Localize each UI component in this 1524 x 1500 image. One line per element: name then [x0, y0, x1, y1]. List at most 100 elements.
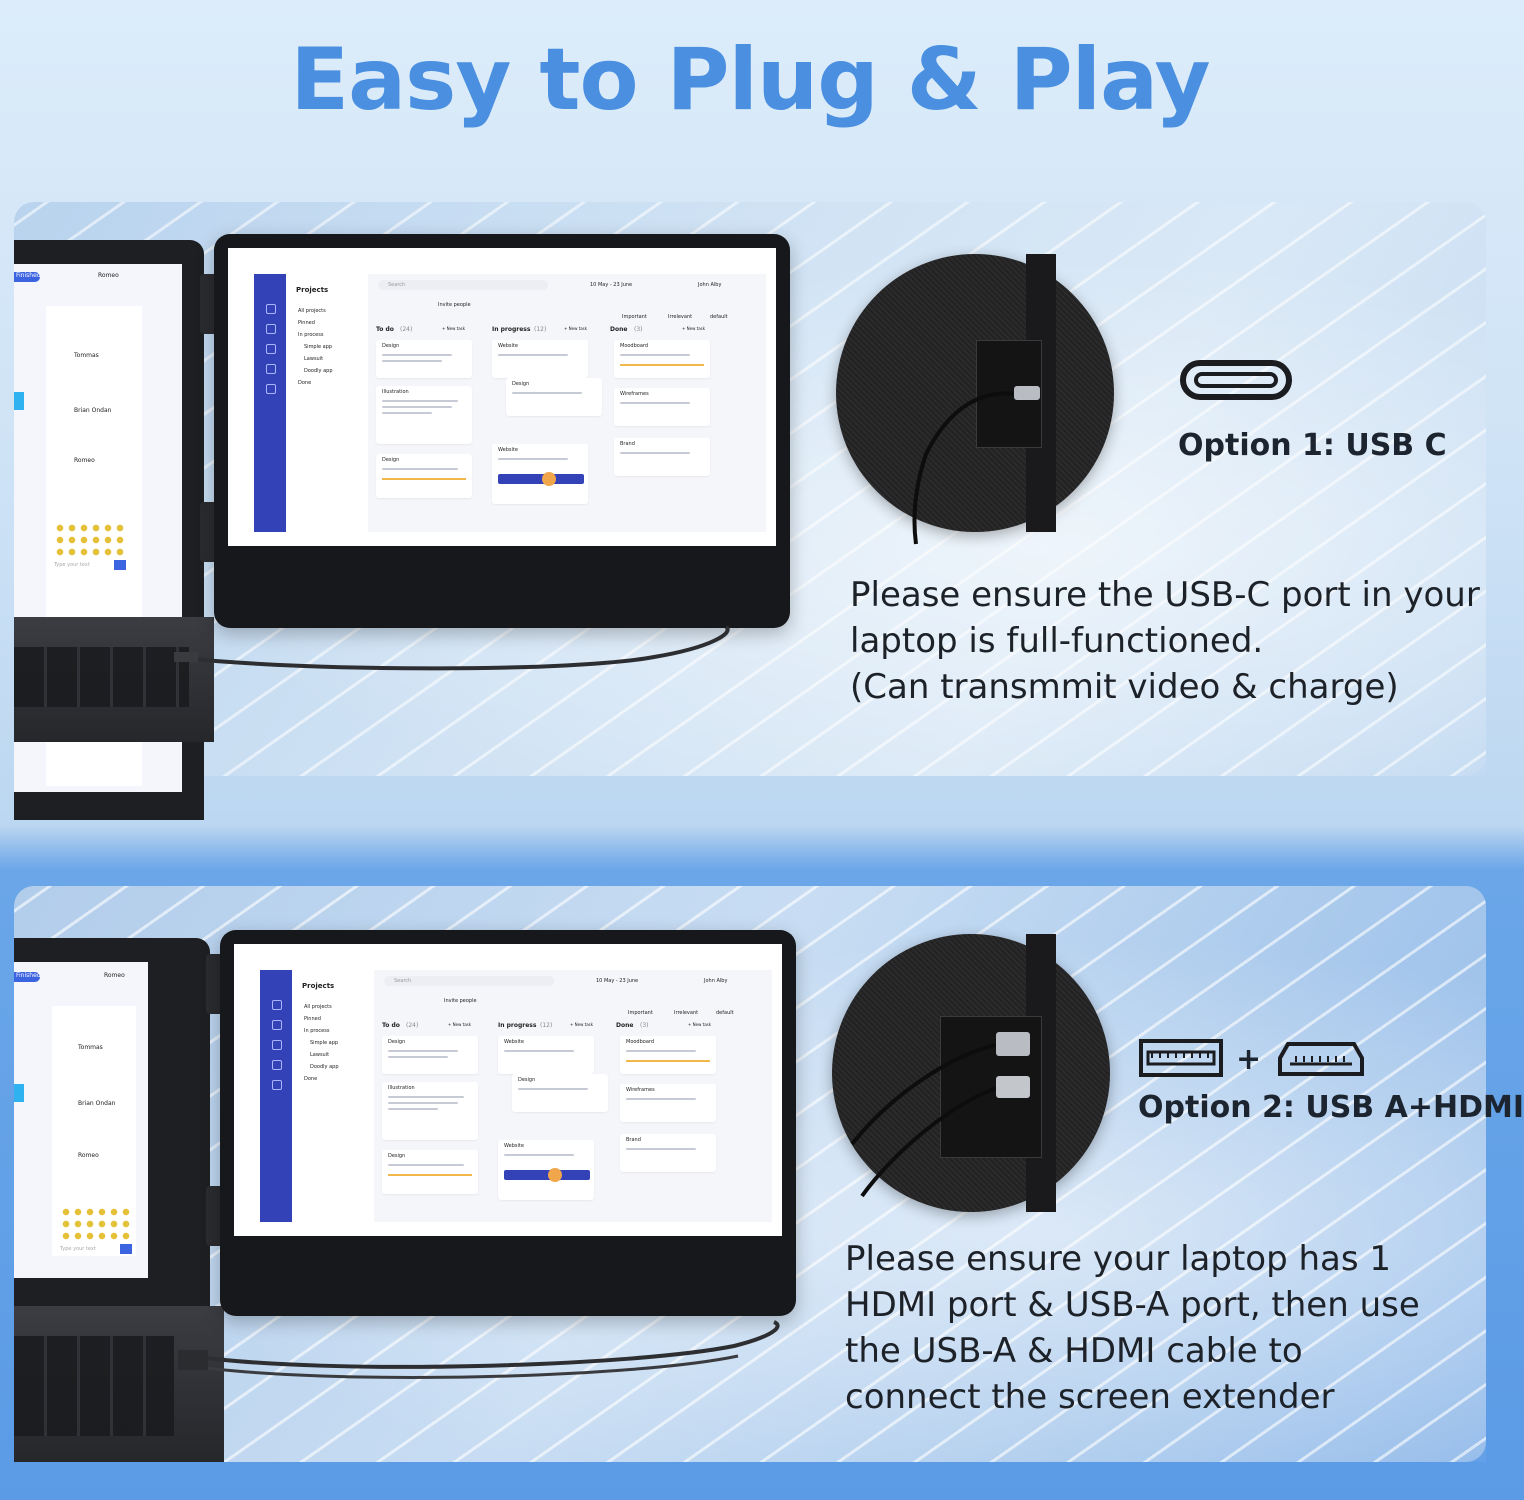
nav-item-all-projects[interactable]: All projects: [304, 1004, 332, 1010]
user-name[interactable]: John Alby: [704, 978, 728, 984]
task-card[interactable]: Brand: [614, 438, 710, 476]
chat-badge-label: Finished: [16, 272, 41, 279]
option-2-line-3: the USB-A & HDMI cable to: [845, 1331, 1303, 1371]
task-card[interactable]: Illustration: [376, 386, 472, 444]
option-1-line-2: laptop is full-functioned.: [850, 621, 1264, 661]
task-card[interactable]: Website: [498, 1036, 594, 1074]
laptop-and-monitor-illustration: Finished Romeo Tommas Brian Ondan Romeo …: [14, 202, 814, 820]
nav-item-lawsuit[interactable]: Lawsuit: [304, 356, 324, 362]
task-card[interactable]: Design: [382, 1036, 478, 1074]
invite-people[interactable]: Invite people: [444, 998, 477, 1004]
user-name[interactable]: John Alby: [698, 282, 722, 288]
new-task-button[interactable]: + New task: [564, 326, 588, 331]
nav-title: Projects: [296, 286, 329, 294]
nav-item-all-projects[interactable]: All projects: [298, 308, 326, 314]
task-card[interactable]: Design: [376, 454, 472, 498]
task-card-title: Moodboard: [620, 343, 649, 349]
settings-icon[interactable]: [272, 1080, 282, 1090]
chat-name-1: Tommas: [74, 352, 99, 359]
nav-item-lawsuit[interactable]: Lawsuit: [310, 1052, 330, 1058]
task-card[interactable]: Wireframes: [620, 1084, 716, 1122]
task-card[interactable]: Design: [506, 378, 602, 416]
home-icon[interactable]: [266, 304, 276, 314]
task-card[interactable]: Illustration: [382, 1082, 478, 1140]
usb-c-port-icon: [1180, 360, 1292, 400]
filter-irrelevant[interactable]: Irrelevant: [668, 314, 693, 320]
task-card-title: Illustration: [382, 389, 409, 395]
app-project-nav: Projects All projects Pinned In process …: [286, 274, 368, 532]
send-button[interactable]: [120, 1244, 132, 1254]
new-task-button[interactable]: + New task: [448, 1022, 472, 1027]
task-card[interactable]: Design: [382, 1150, 478, 1194]
column-title: In progress: [492, 326, 531, 333]
nav-item-doodly-app[interactable]: Doodly app: [310, 1064, 339, 1070]
search-input[interactable]: [384, 976, 554, 986]
usb-a-hdmi-cable: [178, 1320, 780, 1379]
home-icon[interactable]: [272, 1000, 282, 1010]
chat-input[interactable]: Type your text: [60, 1246, 96, 1252]
search-input[interactable]: [378, 280, 548, 290]
filter-default[interactable]: default: [710, 314, 728, 320]
date-range[interactable]: 10 May - 23 June: [596, 978, 639, 984]
monitor-screen: Projects All projects Pinned In process …: [228, 248, 776, 546]
task-card[interactable]: Website: [492, 444, 588, 504]
option-2-description: Please ensure your laptop has 1 HDMI por…: [845, 1236, 1420, 1420]
chat-status-badge: [14, 972, 40, 982]
task-card-title: Design: [388, 1039, 406, 1045]
task-card[interactable]: Website: [498, 1140, 594, 1200]
task-card[interactable]: Design: [512, 1074, 608, 1112]
nav-item-pinned[interactable]: Pinned: [304, 1016, 321, 1022]
new-task-button[interactable]: + New task: [688, 1022, 712, 1027]
clock-icon[interactable]: [266, 344, 276, 354]
column-title: Done: [610, 326, 628, 333]
task-card[interactable]: Moodboard: [614, 340, 710, 378]
filter-important[interactable]: Important: [628, 1010, 653, 1016]
task-card[interactable]: Moodboard: [620, 1036, 716, 1074]
portable-monitor: Projects All projects Pinned In process …: [220, 930, 796, 1316]
new-task-button[interactable]: + New task: [442, 326, 466, 331]
app-board: Search 10 May - 23 June John Alby Invite…: [374, 970, 772, 1222]
task-card-title: Website: [504, 1039, 524, 1045]
column-count: (3): [634, 326, 643, 333]
clock-icon[interactable]: [272, 1040, 282, 1050]
filter-important[interactable]: Important: [622, 314, 647, 320]
nav-item-simple-app[interactable]: Simple app: [310, 1040, 339, 1046]
task-card-title: Design: [388, 1153, 406, 1159]
task-card[interactable]: Wireframes: [614, 388, 710, 426]
column-count: (12): [540, 1022, 553, 1029]
task-card[interactable]: Design: [376, 340, 472, 378]
usb-c-option-panel: Finished Romeo Tommas Brian Ondan Romeo …: [14, 202, 1486, 820]
new-task-button[interactable]: + New task: [682, 326, 706, 331]
emoji-grid: [60, 1206, 132, 1240]
nav-item-pinned[interactable]: Pinned: [298, 320, 315, 326]
folder-icon[interactable]: [272, 1020, 282, 1030]
usb-c-cable-closeup: [912, 386, 1040, 545]
nav-title: Projects: [302, 982, 335, 990]
folder-icon[interactable]: [266, 324, 276, 334]
column-title: To do: [382, 1022, 400, 1029]
nav-item-doodly-app[interactable]: Doodly app: [304, 368, 333, 374]
task-card[interactable]: Website: [492, 340, 588, 378]
settings-icon[interactable]: [266, 384, 276, 394]
nav-item-in-process[interactable]: In process: [304, 1028, 330, 1034]
chat-input[interactable]: Type your text: [54, 562, 90, 568]
filter-irrelevant[interactable]: Irrelevant: [674, 1010, 699, 1016]
board-icon[interactable]: [266, 364, 276, 374]
nav-item-done[interactable]: Done: [304, 1076, 318, 1082]
option-2-label: Option 2: USB A+HDMI: [1138, 1090, 1524, 1125]
filter-default[interactable]: default: [716, 1010, 734, 1016]
board-icon[interactable]: [272, 1060, 282, 1070]
search-placeholder: Search: [388, 282, 406, 288]
column-count: (24): [400, 326, 413, 333]
task-card-title: Brand: [626, 1137, 641, 1143]
task-card[interactable]: Brand: [620, 1134, 716, 1172]
date-range[interactable]: 10 May - 23 June: [590, 282, 633, 288]
new-task-button[interactable]: + New task: [570, 1022, 594, 1027]
send-button[interactable]: [114, 560, 126, 570]
invite-people[interactable]: Invite people: [438, 302, 471, 308]
app-sidebar: [260, 970, 292, 1222]
nav-item-simple-app[interactable]: Simple app: [304, 344, 333, 350]
nav-item-in-process[interactable]: In process: [298, 332, 324, 338]
nav-item-done[interactable]: Done: [298, 380, 312, 386]
usb-a-port-icon: [1139, 1039, 1223, 1077]
